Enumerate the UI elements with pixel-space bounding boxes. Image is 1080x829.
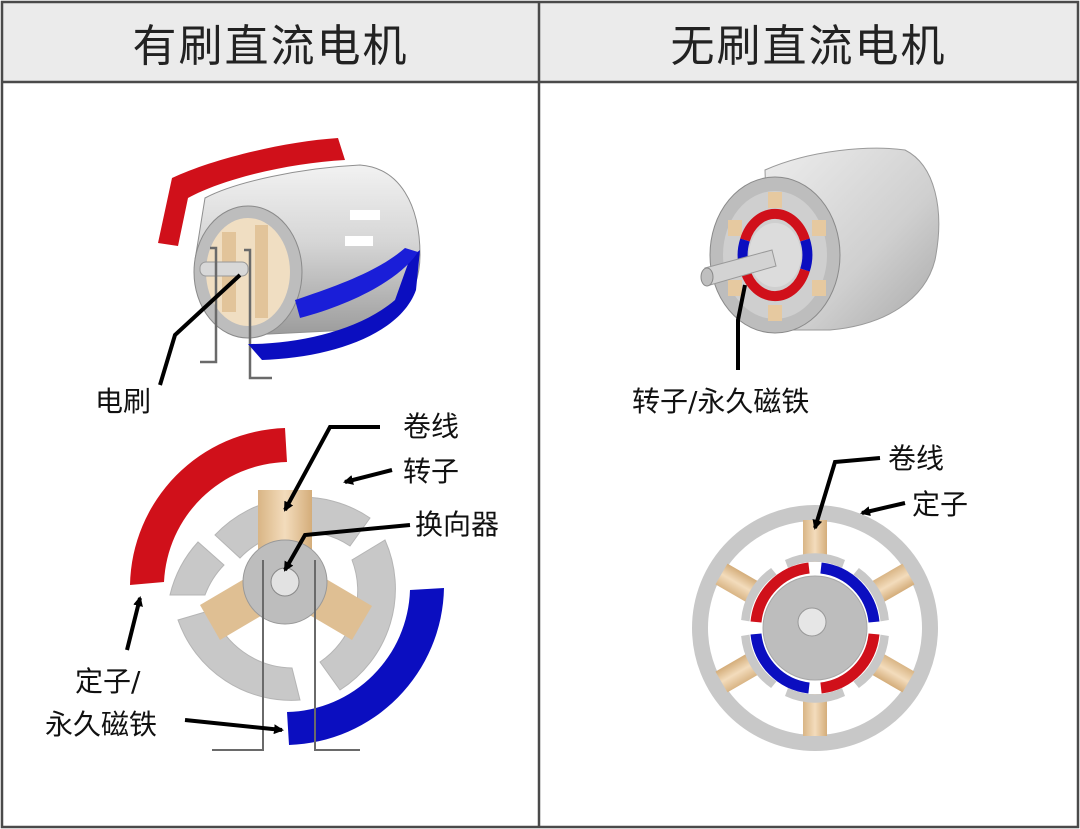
commutator-label: 换向器 [415,508,500,541]
winding-label: 卷线 [403,410,460,443]
brushless-section-pole-shoe [785,688,845,703]
brushless-3d-red-pole [740,268,810,301]
brushless-3d-blue-pole [800,238,813,272]
brushed-section-housing-segment [177,609,301,701]
brushless-motor-header: 无刷直流电机 [670,21,947,72]
brushless-section-pole-shoe [741,634,777,688]
brush-label: 电刷 [95,385,152,418]
brushless-3d-coil [812,280,826,296]
brushless-3d-coil [728,280,742,296]
brushless-3d-red-pole [740,209,810,242]
brushless-section-red-pole [750,562,810,623]
brushless-3d-rotor-core [749,223,801,287]
brushed-section-housing-segment [169,541,225,596]
brushed-3d-slot [345,236,373,246]
brushless-section-pole-shoe [853,634,889,688]
brushless-section-shaft [797,607,827,637]
brushless-motor-3d [700,147,940,370]
brushless-3d-coil [768,192,782,208]
brushed-section-brush-lead [314,560,360,751]
brushed-3d-red-magnet [158,138,345,246]
brushed-motor-3d [158,138,421,386]
brushed-section-shaft [270,567,300,597]
rotor-leader-line [343,468,393,485]
brush-leader-line [158,273,242,386]
brushless-section-pole-shoe [853,568,889,622]
brushed-3d-brush [200,246,218,364]
winding-leader-line-brushless [812,456,881,530]
brushless-3d-coil [812,220,826,236]
brushless-section-pole-shoe [741,568,777,622]
brushed-section-red-magnet [130,428,287,585]
brushless-motor-section [692,456,938,751]
brushless-3d-shaft-end [700,267,714,287]
brushed-3d-brush [244,248,272,380]
rotor-label: 转子 [403,455,460,488]
rotor-magnet-label: 转子/永久磁铁 [632,385,810,418]
brushed-3d-shaft [199,261,249,277]
brushless-3d-coil [768,305,782,321]
brushed-section-brush-lead [212,560,264,751]
stator-leader-line-up [125,596,143,651]
winding-leader-line [283,425,380,512]
stator-label-line2: 永久磁铁 [45,708,158,741]
stator-label-line1: 定子/ [75,665,141,698]
brushless-3d-coil [728,220,742,236]
brushed-3d-slot [350,210,380,220]
stator-leader-line-right [184,718,284,735]
brushed-motor-header: 有刷直流电机 [132,21,409,72]
brushed-3d-blue-magnet-top [295,248,418,318]
brushed-3d-blue-magnet [248,250,420,360]
brushed-3d-winding [255,225,268,318]
stator-label-brushless: 定子 [912,488,969,521]
stator-leader-line-brushless [860,501,906,517]
rotor-magnet-leader-line [736,284,747,370]
brushless-section-red-pole [820,633,880,694]
brushless-section-stator-ring [692,505,938,751]
brushed-motor-section [125,425,444,751]
brushed-section-blue-magnet [287,588,444,745]
winding-label-brushless: 卷线 [888,442,945,475]
brushless-section-pole-shoe [785,553,845,568]
commutator-leader-line [283,523,411,572]
brushless-section-blue-pole [820,562,880,623]
brushless-section-blue-pole [750,633,810,694]
